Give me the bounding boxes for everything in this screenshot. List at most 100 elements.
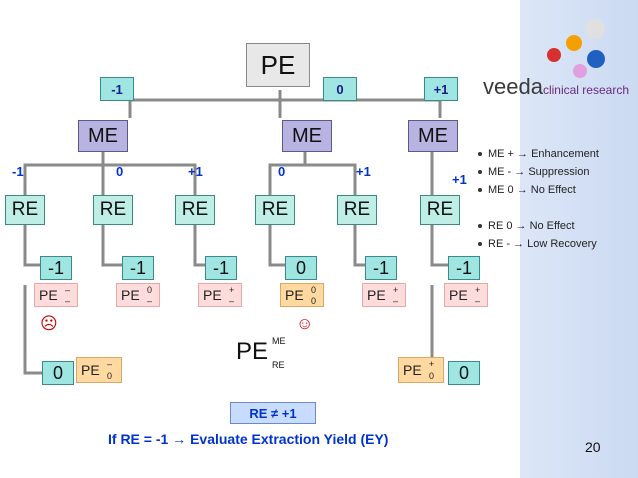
re-value-box: -1 — [365, 256, 397, 280]
pe-result-sub: – — [229, 296, 235, 306]
legend-text: ME - → Suppression — [488, 166, 590, 178]
brand-logo: veedaclinical research — [483, 74, 629, 100]
branch-label: +1 — [356, 164, 371, 179]
pe-result-main: PE — [121, 287, 140, 303]
pe-root-label: PE — [260, 49, 296, 80]
re-value: -1 — [372, 257, 389, 278]
pe-result: PE 0 0 — [280, 283, 324, 307]
me-label: ME — [292, 124, 322, 147]
pe-result-main: PE — [403, 362, 422, 378]
me-node-right: ME — [408, 120, 458, 152]
formula-main: PE — [236, 338, 269, 365]
bottom-right-value: 0 — [458, 362, 469, 383]
re-node: RE — [5, 195, 45, 225]
re-node: RE — [175, 195, 215, 225]
bottom-right-value-box: 0 — [448, 361, 480, 385]
re-label: RE — [426, 199, 454, 220]
side-panel — [520, 0, 638, 478]
pe-result-sub: – — [393, 296, 399, 306]
legend-text: ME 0 → No Effect — [488, 184, 576, 196]
legend-item: ME - → Suppression — [478, 166, 589, 178]
legend-text: RE - → Low Recovery — [488, 238, 597, 250]
level-label-middle: 0 — [336, 81, 344, 97]
me-node-middle: ME — [282, 120, 332, 152]
pe-result-sup: + — [475, 285, 481, 295]
re-label: RE — [261, 199, 289, 220]
pe-result-sub: – — [147, 296, 153, 306]
pe-root-node: PE — [246, 43, 310, 87]
pe-result-main: PE — [203, 287, 222, 303]
pe-result-main: PE — [449, 287, 468, 303]
bottom-left-value: 0 — [52, 362, 63, 383]
re-value: 0 — [295, 257, 306, 278]
sad-face-icon: ☹ — [40, 314, 58, 333]
pe-result-main: PE — [81, 362, 100, 378]
pe-result-sub: 0 — [311, 296, 317, 306]
pe-result: PE + – — [444, 283, 488, 307]
pe-result: PE – – — [34, 283, 78, 307]
branch-label: +1 — [188, 164, 203, 179]
re-node: RE — [93, 195, 133, 225]
re-value: -1 — [212, 257, 229, 278]
level-label-left: -1 — [111, 81, 123, 97]
re-label: RE — [11, 199, 39, 220]
re-value-box: -1 — [205, 256, 237, 280]
re-value-box: -1 — [448, 256, 480, 280]
re-value-box: 0 — [285, 256, 317, 280]
bottom-left-pe: PE – 0 — [76, 357, 122, 383]
pe-result-sub: 0 — [429, 371, 435, 381]
legend-text: ME + → Enhancement — [488, 148, 599, 160]
me-label: ME — [418, 124, 448, 147]
re-label: RE — [181, 199, 209, 220]
re-label: RE — [99, 199, 127, 220]
legend-item: RE 0 → No Effect — [478, 220, 575, 232]
formula-sup: ME — [272, 336, 286, 346]
pe-result: PE + – — [198, 283, 242, 307]
formula-sub: RE — [272, 360, 285, 370]
pe-result-sup: + — [429, 359, 435, 369]
brand-tagline: clinical research — [542, 83, 629, 97]
pe-result-sup: + — [393, 285, 399, 295]
me-level-plus-box: +1 — [424, 77, 458, 101]
branch-label: -1 — [12, 164, 24, 179]
legend-item: ME + → Enhancement — [478, 148, 599, 160]
pe-result-sup: – — [107, 359, 113, 369]
pe-result-sub: – — [475, 296, 481, 306]
bottom-right-pe: PE + 0 — [398, 357, 444, 383]
footer-note: If RE = -1 → Evaluate Extraction Yield (… — [108, 431, 389, 447]
pe-result: PE 0 – — [116, 283, 160, 307]
pe-result-main: PE — [367, 287, 386, 303]
legend-text: RE 0 → No Effect — [488, 220, 575, 232]
pe-result-main: PE — [285, 287, 304, 303]
happy-face-icon: ☺ — [296, 314, 314, 333]
pe-result-sup: – — [65, 285, 71, 295]
level-label-right: +1 — [433, 81, 449, 97]
re-value: -1 — [129, 257, 146, 278]
pe-result-main: PE — [39, 287, 58, 303]
branch-label: 0 — [278, 164, 286, 179]
legend-item: RE - → Low Recovery — [478, 238, 597, 250]
pe-result-sup: 0 — [147, 285, 153, 295]
re-node: RE — [420, 195, 460, 225]
pe-result-sub: – — [65, 296, 71, 306]
me-label: ME — [88, 124, 118, 147]
re-value: -1 — [455, 257, 472, 278]
condition-box: RE ≠ +1 — [230, 402, 316, 424]
re-value-box: -1 — [122, 256, 154, 280]
page-number: 20 — [585, 439, 601, 455]
me-level-zero-box: 0 — [323, 77, 357, 101]
re-value-box: -1 — [40, 256, 72, 280]
brand-circles-icon — [547, 19, 605, 78]
bottom-left-value-box: 0 — [42, 361, 74, 385]
branch-label: +1 — [452, 172, 467, 187]
pe-result-sup: 0 — [311, 285, 317, 295]
me-level-minus-box: -1 — [100, 77, 134, 101]
pe-result: PE + – — [362, 283, 406, 307]
re-label: RE — [343, 199, 371, 220]
branch-label: 0 — [116, 164, 124, 179]
re-node: RE — [255, 195, 295, 225]
brand-name: veeda — [483, 74, 543, 99]
pe-result-sup: + — [229, 285, 235, 295]
re-value: -1 — [47, 257, 64, 278]
